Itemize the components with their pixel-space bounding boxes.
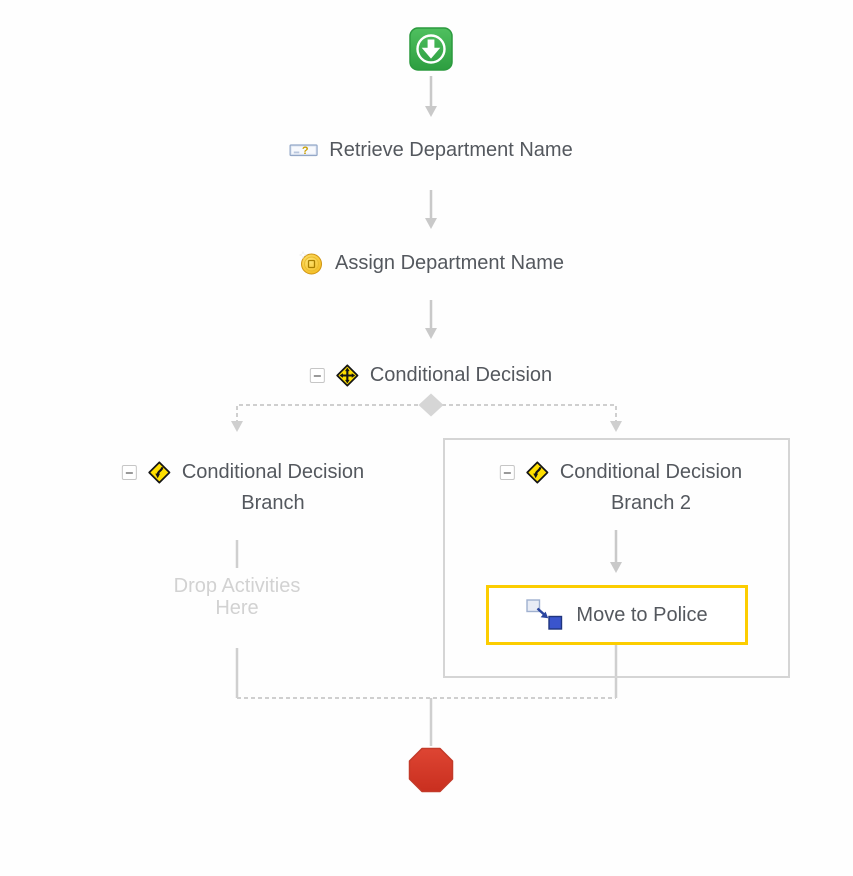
start-down-arrow-icon (409, 27, 453, 71)
input-question-icon: ? (289, 144, 318, 157)
activity-move-to-police[interactable]: Move to Police (486, 585, 748, 645)
collapse-button[interactable] (121, 465, 137, 480)
activity-retrieve-department-name[interactable]: ? Retrieve Department Name (289, 139, 573, 162)
branch-conditional-decision-branch-2[interactable]: Conditional Decision Branch 2 (499, 457, 742, 519)
activity-conditional-decision[interactable]: Conditional Decision (309, 364, 553, 387)
activity-assign-department-name[interactable]: Assign Department Name (298, 250, 564, 276)
turn-sign-icon (526, 461, 549, 484)
coin-icon (298, 250, 323, 275)
activity-label: Conditional Decision (369, 364, 553, 386)
move-icon (526, 599, 563, 630)
collapse-button[interactable] (499, 465, 515, 480)
activity-label: Assign Department Name (335, 251, 564, 274)
drop-activities-placeholder[interactable]: Drop Activities Here (173, 575, 301, 619)
minus-icon (125, 471, 133, 474)
branch-label: Conditional Decision Branch 2 (560, 457, 742, 519)
branch-label-line1: Conditional Decision (559, 461, 743, 483)
activity-label: Move to Police (576, 603, 708, 626)
crossroads-sign-icon (336, 364, 359, 387)
turn-sign-icon (148, 461, 171, 484)
branch-label-line2: Branch (241, 492, 305, 514)
minus-icon (313, 374, 321, 377)
start-node[interactable] (409, 27, 453, 71)
stop-octagon-icon (408, 747, 454, 793)
collapse-button[interactable] (309, 368, 325, 383)
stop-node[interactable] (408, 747, 454, 793)
branch-label-line2: Branch 2 (610, 492, 692, 514)
minus-icon (503, 471, 511, 474)
decision-junction-diamond (418, 393, 444, 417)
branch-conditional-decision-branch[interactable]: Conditional Decision Branch (121, 457, 364, 519)
svg-text:?: ? (302, 145, 309, 157)
branch-label-line1: Conditional Decision (181, 461, 365, 483)
activity-label: Retrieve Department Name (329, 139, 573, 161)
branch-label: Conditional Decision Branch (182, 457, 364, 519)
